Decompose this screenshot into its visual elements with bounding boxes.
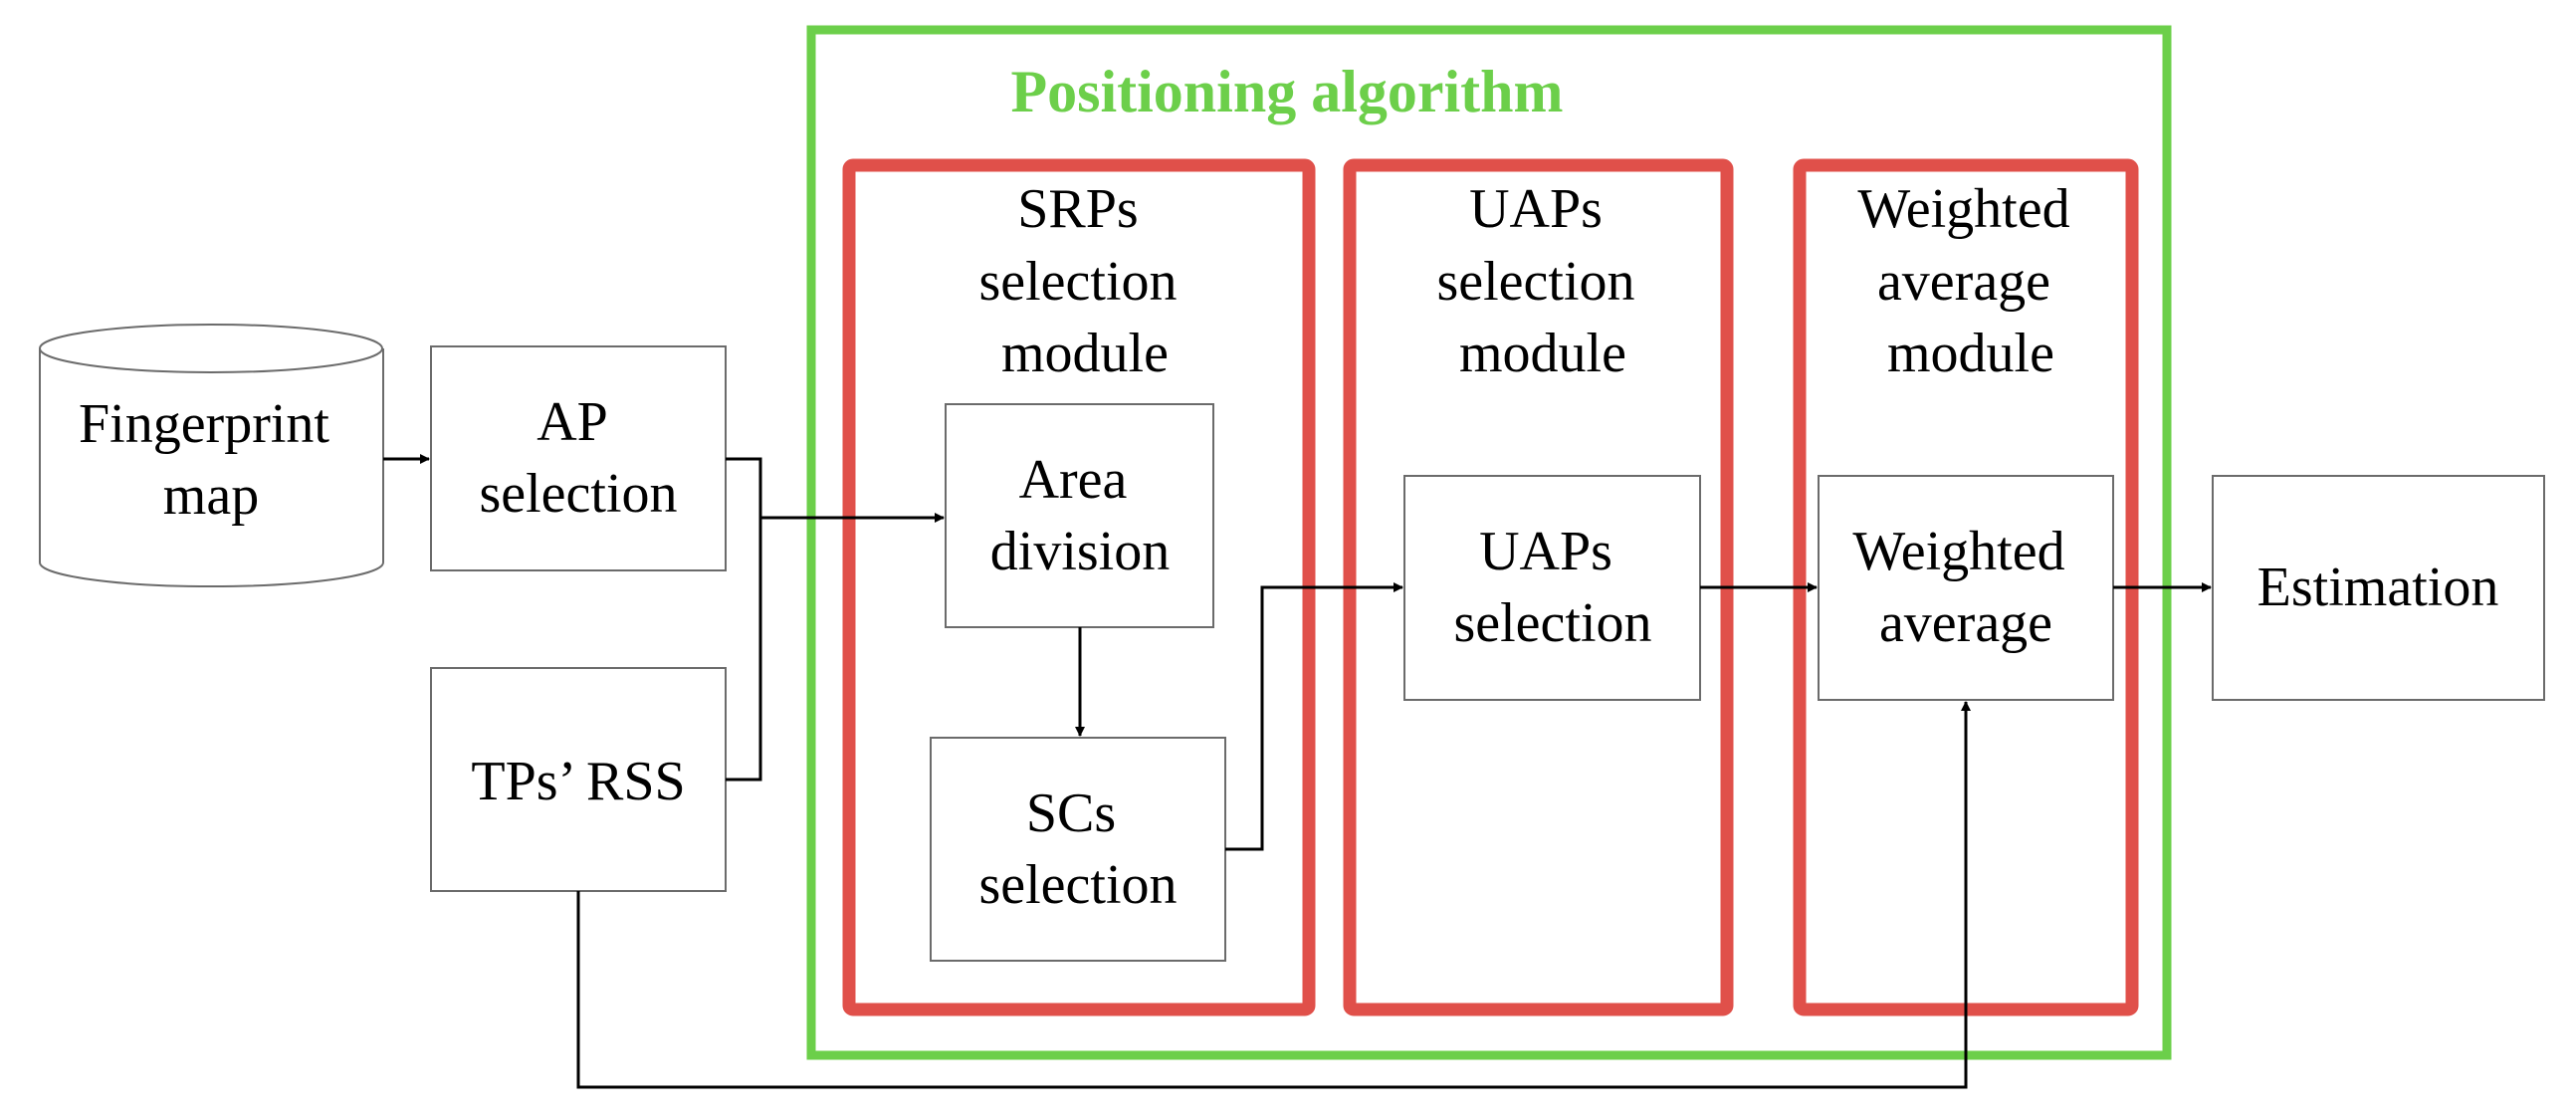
line-tps-to-bus <box>726 518 762 782</box>
estimation-box: Estimation <box>2212 475 2545 701</box>
positioning-algorithm-title: Positioning algorithm <box>1010 59 1563 124</box>
uaps-selection-box: UAPs selection <box>1403 475 1701 701</box>
arrow-tps-to-weighted <box>576 701 1971 1089</box>
positioning-algorithm-frame <box>806 25 2172 1060</box>
srps-module-label: SRPs selection module <box>978 178 1190 384</box>
weighted-module-label: Weighted average module <box>1857 178 2083 384</box>
arrow-scs-to-uaps <box>1225 582 1403 851</box>
svg-text:Estimation: Estimation <box>2257 557 2499 618</box>
svg-text:AP selection: AP selection <box>479 391 677 525</box>
svg-text:SCs selection: SCs selection <box>978 783 1177 916</box>
tps-rss-box: TPs’ RSS <box>430 667 727 892</box>
scs-selection-box: SCs selection <box>930 737 1226 962</box>
fingerprint-map-database: Fingerprint map <box>39 324 384 588</box>
svg-text:UAPs selection: UAPs selection <box>1453 521 1651 654</box>
connectors <box>383 454 2212 1089</box>
area-division-box: Area division <box>945 403 1214 628</box>
line-ap-to-bus <box>726 457 762 518</box>
svg-text:Weighted average: Weighted average <box>1852 521 2078 654</box>
svg-text:TPs’ RSS: TPs’ RSS <box>471 751 685 812</box>
svg-text:Area division: Area division <box>990 449 1170 582</box>
weighted-average-box: Weighted average <box>1818 475 2114 701</box>
svg-text:Fingerprint map: Fingerprint map <box>79 393 343 527</box>
uaps-module-label: UAPs selection module <box>1436 178 1648 384</box>
ap-selection-box: AP selection <box>430 345 727 571</box>
